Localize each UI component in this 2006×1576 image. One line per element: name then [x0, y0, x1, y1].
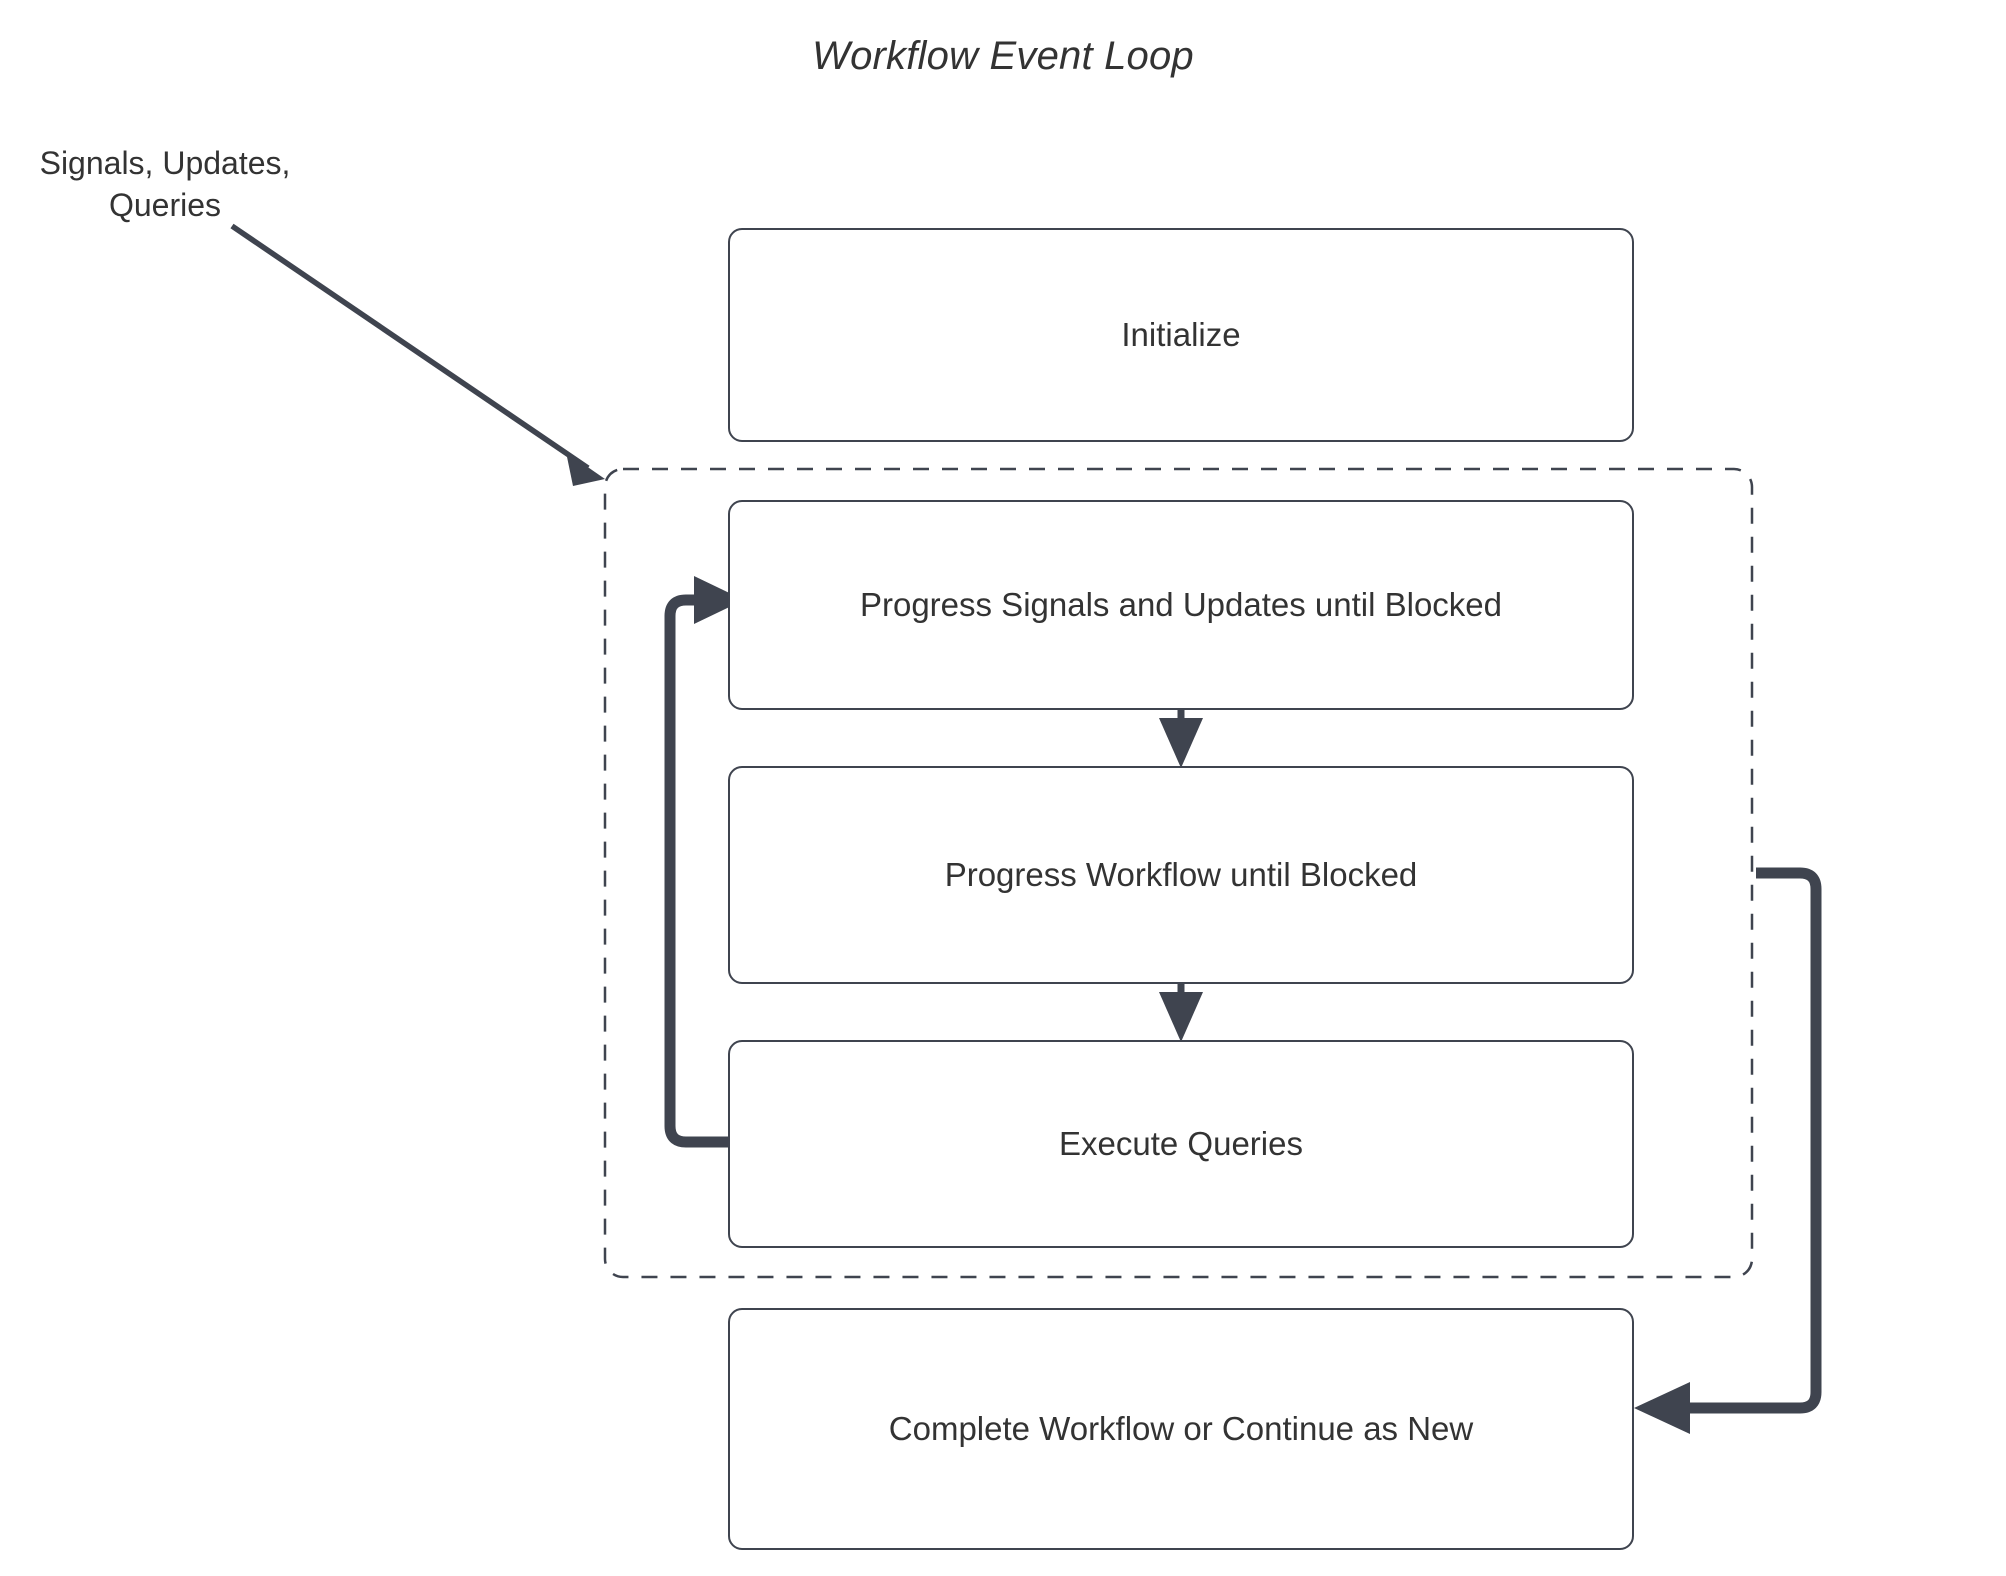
- node-initialize[interactable]: Initialize: [728, 228, 1634, 442]
- page-title: Workflow Event Loop: [812, 34, 1194, 78]
- node-execute-queries-label: Execute Queries: [1059, 1125, 1303, 1162]
- node-progress-signals[interactable]: Progress Signals and Updates until Block…: [728, 500, 1634, 710]
- node-progress-signals-label: Progress Signals and Updates until Block…: [859, 586, 1503, 623]
- loop-container-frame: [603, 467, 1754, 1279]
- node-execute-queries[interactable]: Execute Queries: [728, 1040, 1634, 1248]
- node-complete-workflow-label: Complete Workflow or Continue as New: [888, 1410, 1474, 1447]
- edge-progress-signals-to-progress-workflow: [1159, 710, 1203, 768]
- edge-loop-to-complete: [1634, 867, 1822, 1434]
- node-progress-workflow-label: Progress Workflow until Blocked: [944, 856, 1418, 893]
- node-complete-workflow[interactable]: Complete Workflow or Continue as New: [728, 1308, 1634, 1550]
- edge-execute-queries-to-progress-signals: [664, 576, 744, 1148]
- edge-progress-workflow-to-execute-queries: [1159, 984, 1203, 1042]
- edge-external-input-to-loop: [230, 223, 605, 486]
- node-initialize-label: Initialize: [1121, 316, 1241, 353]
- node-progress-workflow[interactable]: Progress Workflow until Blocked: [728, 766, 1634, 984]
- external-input-label: Signals, Updates, Queries: [39, 145, 291, 223]
